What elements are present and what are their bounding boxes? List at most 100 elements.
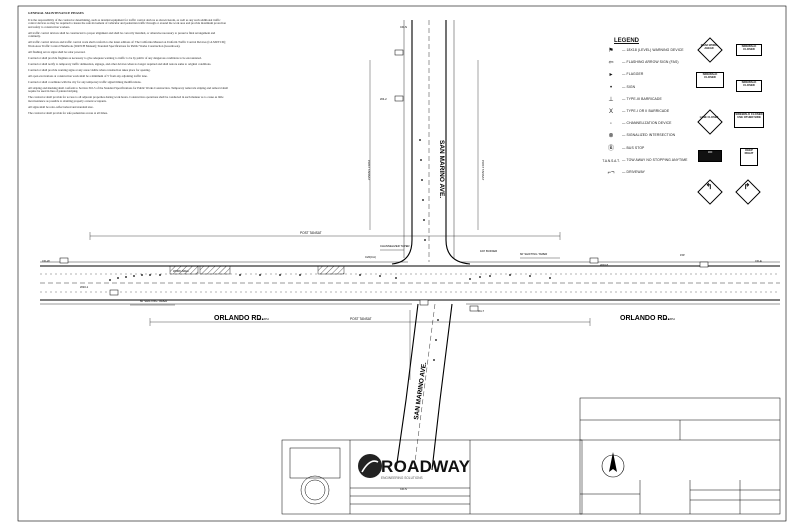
note-paragraph: The contractor shall provide for safe pe… (28, 110, 108, 115)
sign-id-s: CD-S (400, 487, 407, 491)
turn-warning-sign-icon: ↰ (697, 179, 723, 205)
company-name: ROADWAY (381, 457, 471, 476)
note-paragraph: All striping and marking shall conform t… (28, 85, 228, 94)
note-paragraph: All flashing arrow signs shall be solar … (28, 49, 86, 54)
orlando-rd-label-e: ORLANDO RD. (620, 315, 669, 322)
sign-id-e: CD-E (755, 259, 762, 263)
sidewalk-closed-sign: SIDEWALK CLOSED (736, 44, 762, 56)
sign-icon: • (609, 84, 613, 91)
signal-icon: ⊗ (608, 133, 614, 140)
flagger-icon: ▸ (609, 72, 613, 79)
sign-r4-label: R4-7 (478, 309, 485, 313)
orlando-rd-speed-w: 35 MPH (258, 317, 269, 321)
general-notes: GENERAL MAINTENANCE PHASES It is the res… (28, 11, 228, 118)
dimension-lines (89, 60, 591, 380)
road-work-ahead-sign: ROAD WORK AHEAD (697, 37, 723, 63)
roadway-logo-icon (358, 454, 382, 478)
barricade-iii-icon: ⊥ (608, 96, 614, 103)
legend-item: ⚑ — 18X18 (LEVEL) WARNING DEVICE (600, 48, 700, 60)
barricade-i-icon: X (608, 108, 613, 115)
san-marino-label-s: SAN MARINO AVE. (413, 362, 428, 421)
note-paragraph: Contractor shall provide warning signs a… (28, 67, 151, 72)
warning-device-icon: ⚑ (608, 48, 614, 54)
legend-item: ⌐¬ — DRIVEWAY (600, 170, 700, 182)
legend-label: — SIGNALIZED INTERSECTION (622, 133, 676, 138)
legend-label: — FLASHING ARROW SIGN (FAS) (622, 60, 679, 65)
sign-w4-label: W4-2 (380, 97, 387, 101)
company-logo: ROADWAY ENGINEERING SOLUTIONS (355, 448, 470, 488)
legend-label: — TYPE-I OR II BARRICADE (622, 108, 670, 113)
notes-heading: GENERAL MAINTENANCE PHASES (28, 11, 84, 15)
post-tansat-label: POST TANSAT (300, 231, 322, 235)
tansat-icon: T.A.N.S.A.T. (602, 158, 620, 163)
shift-taper-label-e: 60' SHIFTING TAPER (520, 252, 547, 256)
driveway-icon: ⌐¬ (607, 169, 615, 176)
channelization-devices (109, 139, 551, 361)
sign-id-n: CD-N (400, 25, 407, 29)
legend-item: T.A.N.S.A.T.— TOW AWAY NO STOPPING ANYTI… (600, 158, 700, 170)
note-paragraph: It is the responsibility of the contract… (28, 17, 226, 29)
note-paragraph: All traffic control devices and traffic … (28, 40, 226, 48)
legend-item: ⊗ — SIGNALIZED INTERSECTION (600, 133, 700, 145)
buffer-label: 100' BUFFER (480, 249, 497, 253)
sheet-border (17, 5, 787, 522)
bus-stop-icon: Ⓑ (607, 145, 614, 152)
work-zone (169, 265, 199, 275)
arrow-sign-icon: ⇦ (608, 60, 614, 67)
post-tansat-label-ne: POST TANSAT (481, 160, 485, 180)
note-paragraph: All traffic control devices shall be con… (28, 30, 216, 39)
sidewalk-closed-sign-2: SIDEWALK CLOSED (736, 80, 762, 92)
note-paragraph: Contractor shall notify to temporary tra… (28, 61, 212, 66)
lane-closed-sign: LANE CLOSED (697, 109, 723, 135)
legend-item: ⊥ — TYPE-III BARRICADE (600, 97, 700, 109)
work-zone (199, 265, 231, 275)
spacing-label: 150' (680, 253, 685, 257)
legend-label: — TYPE-III BARRICADE (622, 96, 662, 101)
work-zone (317, 265, 345, 275)
note-paragraph: Contractor shall coordinate with the cit… (28, 79, 142, 84)
keep-right-sign: KEEP RIGHT (740, 148, 758, 166)
note-paragraph: All open excavations at construction wor… (28, 73, 148, 78)
note-paragraph: The contractor shall provide for access … (28, 95, 224, 103)
channelizer-icon: ◦ (609, 121, 613, 128)
sign-w20-5-label: W20-5 (600, 263, 609, 267)
shift-taper-label: 60' SHIFTING TAPER (140, 299, 167, 303)
post-tansat-label-n: POST TANSAT (367, 160, 371, 180)
channel-label: CHANNELIZER TAPER (380, 244, 410, 248)
company-tagline: ENGINEERING SOLUTIONS (381, 476, 423, 480)
legend-item: X — TYPE-I OR II BARRICADE (600, 109, 700, 121)
san-marino-label-n: SAN MARINO AVE. (438, 140, 445, 198)
sign-id-w: CD-W (42, 259, 50, 263)
sign-markers (59, 49, 709, 312)
legend-item: ▸ — FLAGGER (600, 72, 700, 84)
note-paragraph: All signs shall be retro-reflectorized a… (28, 104, 94, 109)
legend-title: LEGEND (614, 38, 640, 44)
work-area-label: WORK AREA (173, 269, 189, 273)
legend-item: • — SIGN (600, 85, 700, 97)
sidewalk-closed-arrow-sign: SIDEWALK CLOSED (696, 72, 724, 88)
sign-w20-label: W20-1 (80, 285, 89, 289)
curve-warning-sign-icon: ↱ (735, 179, 761, 205)
title-block (281, 397, 781, 515)
north-arrow-icon (601, 452, 625, 478)
arrow-board-sign: ⟸ (698, 150, 722, 162)
legend-item: ⇦ — FLASHING ARROW SIGN (FAS) (600, 60, 700, 72)
sidewalk-closed-use-other-side-sign: SIDEWALK CLOSED USE OTHER SIDE (734, 112, 764, 128)
orlando-rd (40, 261, 780, 305)
legend-label: — CHANNELIZATION DEVICE (622, 121, 672, 126)
legend: LEGEND ⚑ — 18X18 (LEVEL) WARNING DEVICE ⇦… (600, 38, 700, 182)
legend-label: — SIGN (622, 84, 636, 89)
sign-c20-label: C20(CA) (365, 255, 376, 259)
orlando-rd-speed-e: 35 MPH (664, 317, 675, 321)
legend-label: — DRIVEWAY (622, 169, 646, 174)
legend-item: ◦ — CHANNELIZATION DEVICE (600, 121, 700, 133)
legend-label: — 18X18 (LEVEL) WARNING DEVICE (622, 48, 684, 52)
post-tansat-label-s: POST TANSAT (350, 317, 372, 321)
orlando-rd-label-w: ORLANDO RD. (214, 315, 263, 322)
san-marino-ave (391, 20, 471, 471)
legend-label: — FLAGGER (622, 72, 644, 77)
legend-item: Ⓑ— BUS STOP (600, 146, 700, 158)
legend-label: — TOW AWAY NO STOPPING ANYTIME (622, 157, 688, 162)
